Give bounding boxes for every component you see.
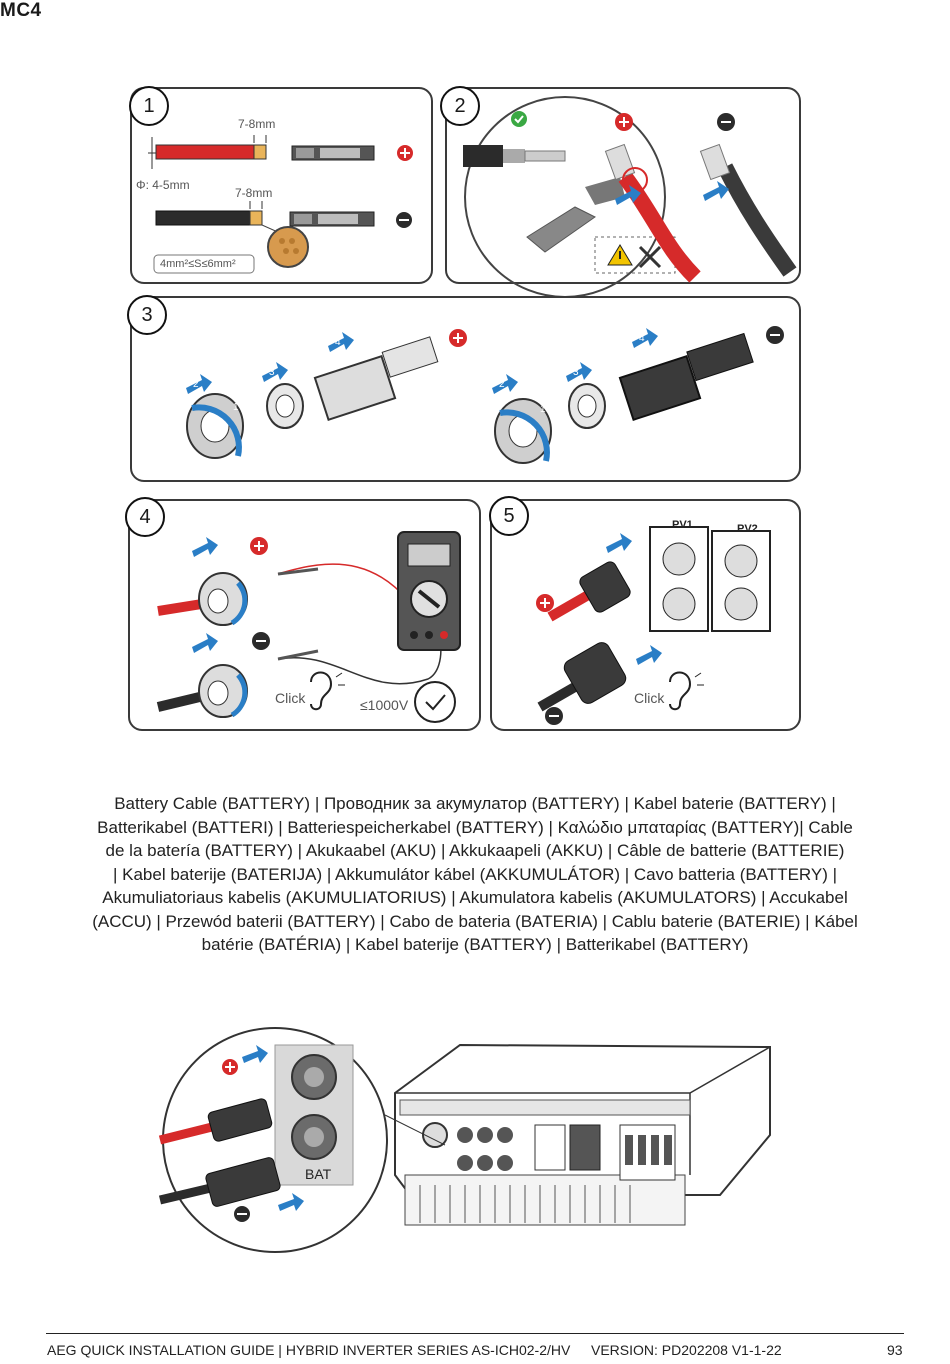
minus-icon — [252, 632, 270, 650]
caption-line: Batterikabel (BATTERI) | Batteriespeiche… — [97, 817, 853, 837]
arrow-label-3-right: 3 — [573, 367, 579, 378]
arrow-label-4-right: 4 — [639, 333, 645, 344]
step-5-illustration — [536, 526, 771, 725]
bat-port-label: BAT — [305, 1166, 332, 1182]
ear-icon — [669, 671, 704, 711]
step-1-illustration — [148, 135, 413, 274]
caption-line: Battery Cable (BATTERY) | Проводник за а… — [114, 794, 836, 813]
step-2-illustration — [463, 87, 797, 284]
arrow-label-3-left: 3 — [269, 367, 275, 378]
plus-icon — [250, 537, 268, 555]
diameter-label: Φ: 4-5mm — [136, 178, 190, 192]
battery-cable-caption: Battery Cable (BATTERY) | Проводник за а… — [55, 792, 895, 957]
footer-guide-title: AEG QUICK INSTALLATION GUIDE | HYBRID IN… — [47, 1342, 571, 1358]
arrow-label-1-right: 1 — [540, 404, 546, 415]
plus-icon — [397, 145, 413, 161]
rotate-arrow-icon — [186, 328, 658, 394]
section-title: MC4 — [0, 0, 42, 21]
step-3-number: 3 — [127, 295, 167, 335]
minus-icon — [234, 1206, 250, 1222]
click-label-step-4: Click — [275, 690, 306, 706]
minus-icon — [545, 707, 563, 725]
footer-version: VERSION: PD202208 V1-1-22 — [591, 1342, 782, 1358]
plus-icon — [615, 113, 633, 131]
rotate-arrow-icon — [192, 537, 248, 718]
minus-icon — [396, 212, 412, 228]
inverter-battery-illustration — [158, 1027, 771, 1253]
step-4-illustration — [156, 531, 461, 723]
step-3-illustration — [186, 326, 784, 464]
arrow-label-4-left: 4 — [335, 337, 341, 348]
step-4-number: 4 — [125, 497, 165, 537]
tools-icon — [638, 245, 662, 269]
caption-line: de la batería (BATTERY) | Akukaabel (AKU… — [105, 841, 845, 860]
caption-line: (ACCU) | Przewód baterii (BATTERY) | Cab… — [92, 911, 858, 931]
arrow-label-2-right: 2 — [499, 379, 505, 390]
check-icon — [511, 111, 527, 127]
step-2-number: 2 — [440, 86, 480, 126]
caption-line: Akumuliatoriaus kabelis (AKUMULIATORIUS)… — [102, 888, 848, 907]
plus-icon — [449, 329, 467, 347]
minus-icon — [717, 113, 735, 131]
plus-icon — [222, 1059, 238, 1075]
voltage-limit-label: ≤1000V — [360, 697, 409, 713]
cross-section-label: 4mm²≤S≤6mm² — [160, 258, 236, 270]
warning-icon — [607, 244, 633, 266]
strip-length-label-top: 7-8mm — [238, 117, 276, 131]
caption-line: | Kabel baterije (BATERIJA) | Akkumuláto… — [112, 864, 838, 884]
strip-length-label-bottom: 7-8mm — [235, 186, 273, 200]
page-number: 93 — [887, 1342, 903, 1358]
minus-icon — [766, 326, 784, 344]
footer-divider — [46, 1333, 904, 1334]
arrow-label-1-left: 1 — [233, 402, 239, 413]
arrow-label-2-left: 2 — [193, 379, 199, 390]
step-1-number: 1 — [129, 86, 169, 126]
click-label-step-5: Click — [634, 690, 665, 706]
ear-icon — [310, 671, 345, 711]
step-5-number: 5 — [489, 496, 529, 536]
caption-line: batérie (BATÉRIA) | Kabel baterije (BATT… — [201, 935, 749, 954]
plus-icon — [536, 594, 554, 612]
